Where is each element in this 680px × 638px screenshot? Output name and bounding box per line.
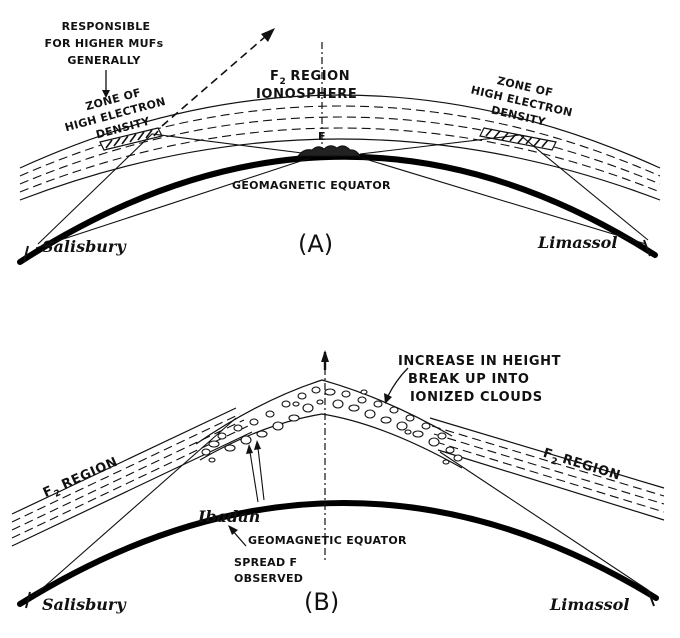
- city-limassol-a: Limassol: [537, 233, 617, 252]
- ionosphere-label: IONOSPHERE: [256, 87, 357, 102]
- ibadan-arrowhead-1: [246, 444, 253, 454]
- increase-line-2: BREAK UP INTO: [408, 372, 530, 387]
- tick-salisbury-a: [23, 245, 29, 263]
- panel-label-a: (A): [298, 230, 333, 258]
- responsible-line-2: FOR HIGHER MUFs: [45, 37, 164, 50]
- equator-label-a: GEOMAGNETIC EQUATOR: [232, 179, 391, 192]
- e-layer-blob: [296, 145, 361, 157]
- f2-region-word-a: REGION: [290, 69, 350, 84]
- rays-a: [35, 133, 649, 249]
- spread-line-1: SPREAD F: [234, 556, 297, 569]
- center-axis-arrowhead: [321, 350, 329, 362]
- f2-region-left-b: F2REGION: [41, 455, 122, 504]
- density-zone-left: [99, 127, 163, 151]
- f2-sub-a: 2: [279, 77, 286, 87]
- panel-a: RESPONSIBLE FOR HIGHER MUFs GENERALLY F2…: [17, 20, 661, 265]
- responsible-pointer-arrowhead: [102, 90, 110, 98]
- increase-pointer: [387, 367, 409, 397]
- density-zone-right: [479, 127, 557, 151]
- earth-surface-b: [17, 500, 659, 607]
- tick-salisbury-b: [25, 591, 31, 609]
- panel-b: INCREASE IN HEIGHT BREAK UP INTO IONIZED…: [11, 350, 665, 616]
- responsible-line-3: GENERALLY: [67, 54, 141, 67]
- increase-line-1: INCREASE IN HEIGHT: [398, 354, 561, 369]
- f2-region-label-a: F2 REGION: [270, 69, 350, 87]
- zone-label-right: ZONE OF HIGH ELECTRON DENSITY: [470, 74, 574, 129]
- f2-right-letter: F: [541, 446, 554, 463]
- f2-left-label: F2REGION: [41, 455, 122, 504]
- cloud-band-inner: [199, 413, 463, 469]
- ibadan-arrowhead-2: [254, 440, 261, 450]
- equator-label-b: GEOMAGNETIC EQUATOR: [248, 534, 407, 547]
- spread-pointer-arrowhead: [228, 525, 238, 535]
- f2-right-sub: 2: [549, 456, 558, 468]
- f2-left-word: REGION: [60, 455, 121, 493]
- f2-letter-a: F: [270, 69, 279, 84]
- city-salisbury-a: Salisbury: [42, 237, 127, 256]
- increase-line-3: IONIZED CLOUDS: [410, 390, 543, 405]
- f2-right-word: REGION: [561, 452, 623, 484]
- rays-b: [35, 417, 649, 595]
- escaping-ray: [161, 35, 267, 127]
- spread-line-2: OBSERVED: [234, 572, 303, 585]
- f2-layer-a: [19, 94, 661, 201]
- responsible-line-1: RESPONSIBLE: [62, 20, 151, 33]
- increase-pointer-arrowhead: [384, 393, 392, 404]
- earth-surface-a: [17, 153, 658, 265]
- panel-label-b: (B): [304, 588, 339, 616]
- tick-limassol-a: [643, 239, 651, 257]
- city-limassol-b: Limassol: [549, 595, 629, 614]
- ionized-clouds: [201, 386, 463, 465]
- tick-limassol-b: [647, 589, 655, 607]
- escaping-ray-arrowhead: [261, 28, 275, 42]
- city-salisbury-b: Salisbury: [42, 595, 127, 614]
- ibadan-label: Ibadan: [197, 507, 260, 526]
- f2-layer-b-right: [429, 417, 665, 521]
- e-label: E: [318, 130, 326, 143]
- f2-left-sub: 2: [53, 488, 63, 500]
